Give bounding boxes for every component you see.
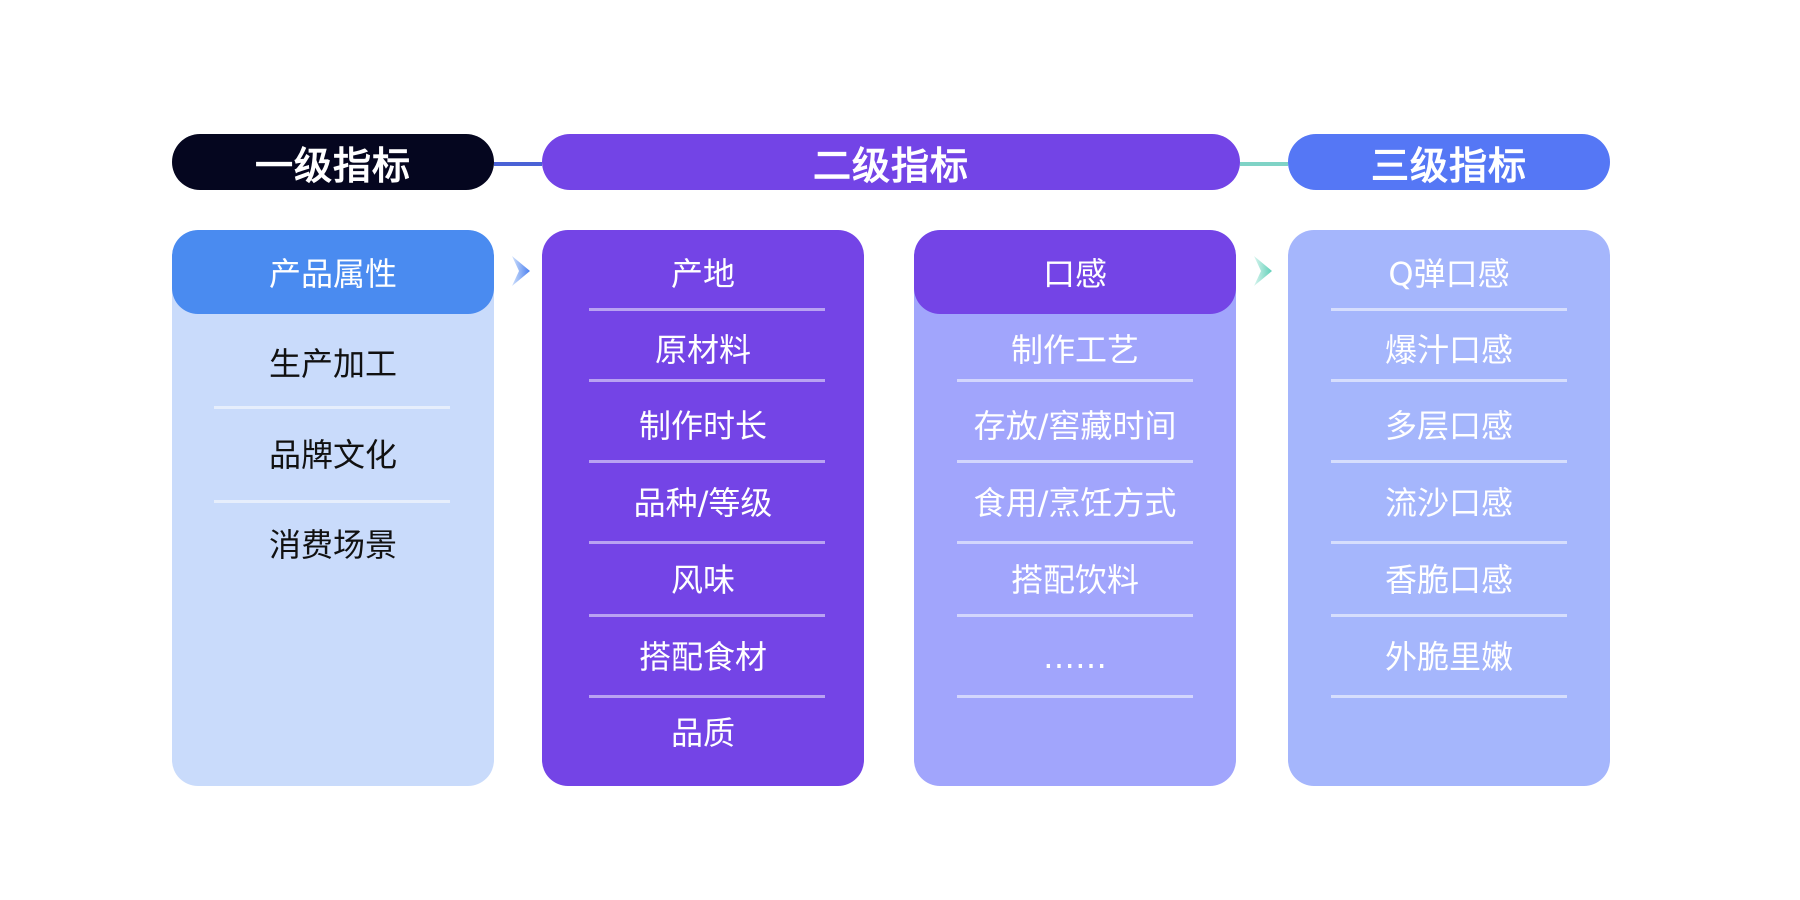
divider xyxy=(1331,308,1567,311)
list-item: 原材料 xyxy=(654,331,751,369)
list-item: 外脆里嫩 xyxy=(1384,638,1513,676)
divider xyxy=(214,406,450,409)
level2-panel-b-title: 口感 xyxy=(914,230,1236,314)
divider xyxy=(589,308,825,311)
list-item: 品质 xyxy=(670,714,735,752)
divider xyxy=(1331,379,1567,382)
list-item: 制作时长 xyxy=(638,407,767,445)
divider xyxy=(957,614,1193,617)
list-item: Q弹口感 xyxy=(1388,255,1510,293)
divider xyxy=(589,460,825,463)
list-item: 存放/窖藏时间 xyxy=(973,407,1177,445)
level2-panel-a: 产地 原材料 制作时长 品种/等级 风味 搭配食材 品质 xyxy=(542,230,864,786)
list-item: 流沙口感 xyxy=(1384,484,1513,522)
divider xyxy=(589,614,825,617)
list-item: 香脆口感 xyxy=(1384,561,1513,599)
level3-header: 三级指标 xyxy=(1288,134,1610,190)
list-item: 多层口感 xyxy=(1384,407,1513,445)
divider xyxy=(957,695,1193,698)
level1-panel-title: 产品属性 xyxy=(172,230,494,314)
level2-panel-a-title-text: 产地 xyxy=(670,255,735,293)
list-item: 生产加工 xyxy=(268,345,397,383)
arrow-right-icon xyxy=(512,256,530,286)
list-item: 品牌文化 xyxy=(268,436,397,474)
divider xyxy=(957,541,1193,544)
list-item: 食用/烹饪方式 xyxy=(973,484,1177,522)
divider xyxy=(1331,614,1567,617)
list-item: 搭配饮料 xyxy=(1010,561,1139,599)
list-item: 爆汁口感 xyxy=(1384,331,1513,369)
arrow-right-icon xyxy=(1254,256,1272,286)
list-item: …… xyxy=(1043,638,1107,676)
level3-header-label: 三级指标 xyxy=(1370,143,1527,188)
level2-panel-a-title: 产地 xyxy=(542,230,864,314)
divider xyxy=(589,379,825,382)
divider xyxy=(1331,541,1567,544)
divider xyxy=(1331,695,1567,698)
divider xyxy=(957,379,1193,382)
list-item: 搭配食材 xyxy=(638,638,767,676)
list-item: 品种/等级 xyxy=(633,484,773,522)
divider xyxy=(957,460,1193,463)
level3-panel: Q弹口感 爆汁口感 多层口感 流沙口感 香脆口感 外脆里嫩 xyxy=(1288,230,1610,786)
level1-header-label: 一级指标 xyxy=(254,143,411,188)
level2-header-label: 二级指标 xyxy=(812,143,969,188)
level1-panel-title-text: 产品属性 xyxy=(268,255,397,293)
list-item: 消费场景 xyxy=(268,526,397,564)
divider xyxy=(1331,460,1567,463)
level2-header: 二级指标 xyxy=(542,134,1240,190)
divider xyxy=(589,541,825,544)
divider xyxy=(589,695,825,698)
level1-header: 一级指标 xyxy=(172,134,494,190)
level2-panel-b: 口感 制作工艺 存放/窖藏时间 食用/烹饪方式 搭配饮料 …… xyxy=(914,230,1236,786)
level1-panel: 产品属性 生产加工 品牌文化 消费场景 xyxy=(172,230,494,786)
connector-line-2 xyxy=(1240,162,1288,166)
divider xyxy=(214,500,450,503)
list-item: 制作工艺 xyxy=(1010,331,1139,369)
level2-panel-b-title-text: 口感 xyxy=(1042,255,1107,293)
list-item: 风味 xyxy=(670,561,735,599)
connector-line-1 xyxy=(494,162,542,166)
